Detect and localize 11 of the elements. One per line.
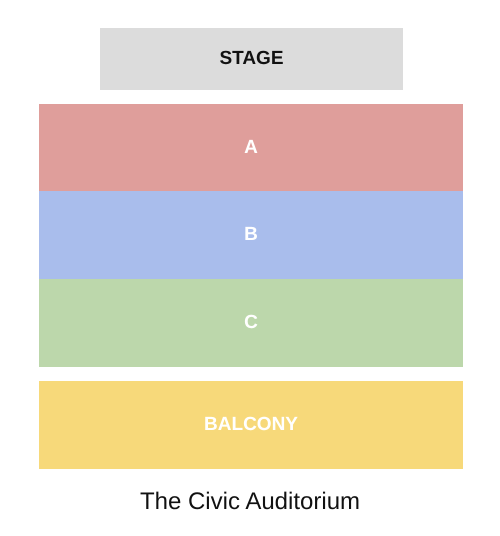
section-label: B [244,224,258,246]
section-label: C [244,312,258,334]
section-label: STAGE [219,48,284,70]
section-label: BALCONY [204,414,298,436]
stage-area [100,28,403,90]
caption: The Civic Auditorium [138,488,362,516]
seating-section [39,279,463,367]
section-label: A [244,136,258,158]
balcony-section [39,381,463,469]
seating-section [39,104,463,191]
seating-section [39,191,463,279]
